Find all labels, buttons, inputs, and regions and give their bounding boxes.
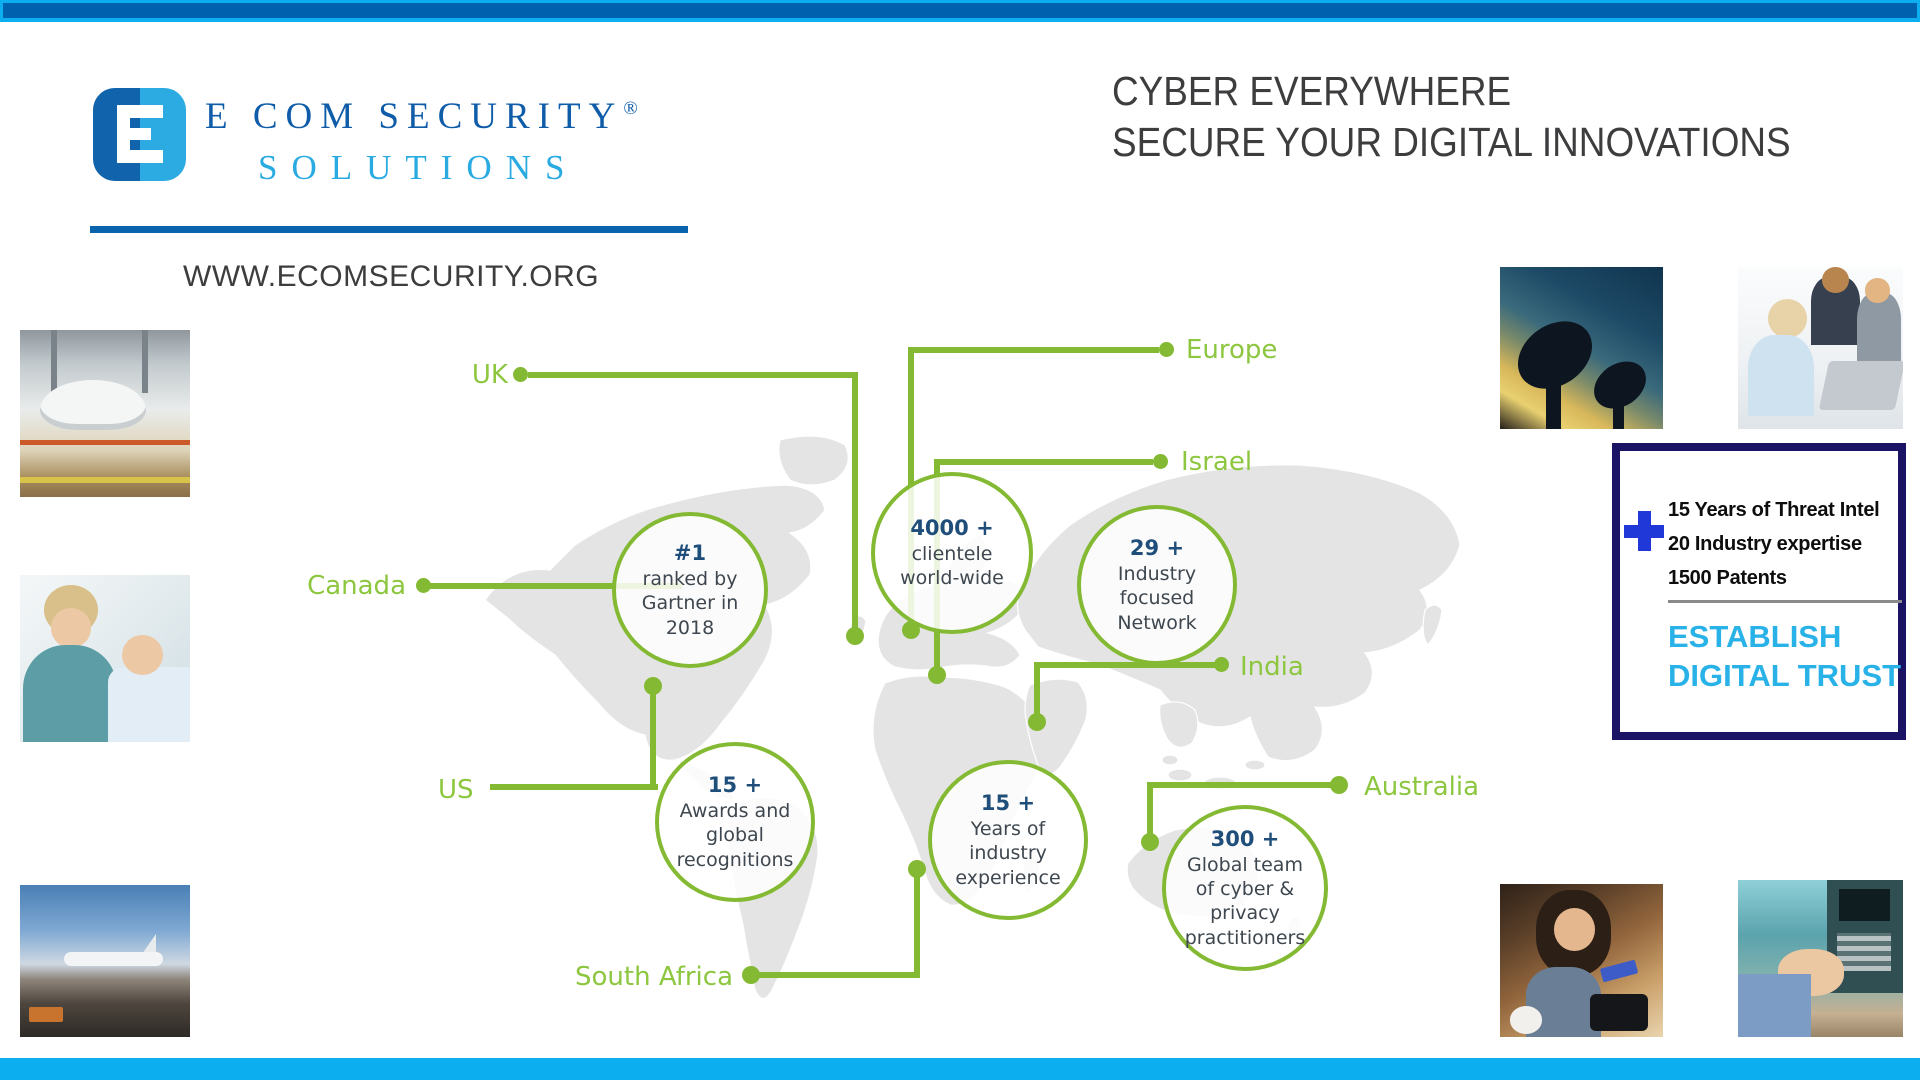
map-dot-uk	[846, 627, 864, 645]
satellite-dish-shapes	[1517, 321, 1646, 429]
top-bar-inner	[3, 3, 1917, 18]
stat-circle-gartner: #1 ranked by Gartner in 2018	[612, 512, 768, 668]
stat-label: Global team of cyber & privacy practitio…	[1184, 853, 1306, 949]
stat-label: Years of industry experience	[955, 817, 1061, 889]
photo-manufacturing-plant	[20, 330, 190, 497]
logo-e-icon	[117, 105, 163, 163]
trust-facts: 15 Years of Threat Intel 20 Industry exp…	[1668, 493, 1904, 595]
callout-label-europe: Europe	[1186, 335, 1278, 365]
callout-line-israel-h	[940, 459, 1153, 465]
page-title: CYBER EVERYWHERE SECURE YOUR DIGITAL INN…	[1112, 66, 1791, 168]
digital-trust-box: 15 Years of Threat Intel 20 Industry exp…	[1612, 443, 1906, 740]
logo-underline	[90, 226, 688, 233]
callout-label-uk: UK	[471, 360, 508, 390]
website-url[interactable]: WWW.ECOMSECURITY.ORG	[183, 260, 600, 293]
trust-fact-3: 1500 Patents	[1668, 567, 1787, 589]
callout-dot-south-africa	[742, 966, 760, 984]
stat-label: clientele world-wide	[900, 543, 1004, 590]
stat-circle-clientele: 4000 + clientele world-wide	[871, 472, 1033, 634]
trust-fact-2: 20 Industry expertise	[1668, 533, 1862, 555]
callout-label-israel: Israel	[1181, 447, 1253, 477]
headline-line2: SECURE YOUR DIGITAL INNOVATIONS	[1112, 119, 1791, 165]
map-dot-india	[1028, 713, 1046, 731]
stat-value: 15 +	[980, 791, 1036, 816]
registered-mark: ®	[623, 98, 638, 119]
map-dot-us	[644, 677, 662, 695]
trust-cta: ESTABLISH DIGITAL TRUST	[1668, 617, 1901, 695]
trust-fact-1: 15 Years of Threat Intel	[1668, 499, 1880, 521]
callout-line-canada-h	[430, 583, 682, 589]
callout-line-india-h	[1040, 662, 1216, 668]
photo-satellite-dishes	[1500, 267, 1663, 429]
callout-label-australia: Australia	[1364, 772, 1480, 802]
airplane-shape	[64, 951, 163, 966]
company-name-solutions: SOLUTIONS	[258, 148, 579, 187]
trust-divider	[1668, 600, 1902, 603]
callout-label-india: India	[1240, 652, 1304, 682]
callout-line-india-v	[1034, 662, 1040, 718]
stat-circle-industry-network: 29 + Industry focused Network	[1077, 505, 1237, 665]
callout-line-uk-h	[528, 372, 858, 378]
map-dot-south-africa	[908, 860, 926, 878]
plus-icon	[1624, 511, 1664, 551]
callout-line-south-africa-h	[758, 972, 918, 978]
photo-airport-cargo	[20, 885, 190, 1037]
stat-circle-awards: 15 + Awards and global recognitions	[655, 742, 815, 902]
callout-dot-uk	[513, 367, 528, 382]
bottom-bar	[0, 1058, 1920, 1080]
stat-label: Industry focused Network	[1117, 562, 1197, 634]
map-dot-israel	[928, 666, 946, 684]
car-body-shape	[40, 380, 146, 431]
stat-label: ranked by Gartner in 2018	[641, 567, 739, 639]
photo-cafe-card-payment	[1500, 884, 1663, 1037]
callout-line-us-v	[650, 688, 656, 790]
top-bar	[0, 0, 1920, 22]
callout-label-us: US	[438, 775, 474, 805]
callout-line-europe-h	[914, 347, 1159, 353]
trust-cta-line2: DIGITAL TRUST	[1668, 658, 1902, 693]
callout-line-australia-h	[1150, 782, 1334, 788]
callout-line-us-h	[490, 784, 658, 790]
stat-value: 15 +	[707, 773, 763, 798]
stat-value: 29 +	[1129, 536, 1185, 561]
headline-line1: CYBER EVERYWHERE	[1112, 68, 1512, 114]
stat-circle-experience: 15 + Years of industry experience	[928, 760, 1088, 920]
callout-line-australia-v	[1147, 782, 1153, 838]
stat-value: 4000 +	[910, 516, 994, 541]
callout-dot-israel	[1153, 454, 1168, 469]
stat-circle-global-team: 300 + Global team of cyber & privacy pra…	[1162, 805, 1328, 971]
stat-value: 300 +	[1210, 826, 1280, 851]
callout-line-uk-v	[852, 372, 858, 632]
stat-label: Awards and global recognitions	[676, 799, 794, 871]
callout-dot-canada	[416, 578, 431, 593]
company-name: E COM SECURITY®	[205, 95, 638, 138]
trust-cta-line1: ESTABLISH	[1668, 619, 1842, 654]
callout-line-south-africa-v	[914, 870, 920, 978]
photo-healthcare-nurse-child	[20, 575, 190, 742]
photo-office-support-team	[1738, 267, 1903, 429]
callout-dot-europe	[1159, 342, 1174, 357]
callout-dot-india	[1214, 657, 1229, 672]
company-logo-icon	[93, 88, 186, 181]
callout-dot-australia	[1330, 776, 1348, 794]
map-dot-australia	[1141, 833, 1159, 851]
stat-value: #1	[673, 541, 707, 566]
callout-label-south-africa: South Africa	[575, 962, 733, 992]
photo-atm-cash-machine	[1738, 880, 1903, 1037]
company-name-text: E COM SECURITY	[205, 96, 624, 137]
callout-label-canada: Canada	[307, 571, 406, 601]
